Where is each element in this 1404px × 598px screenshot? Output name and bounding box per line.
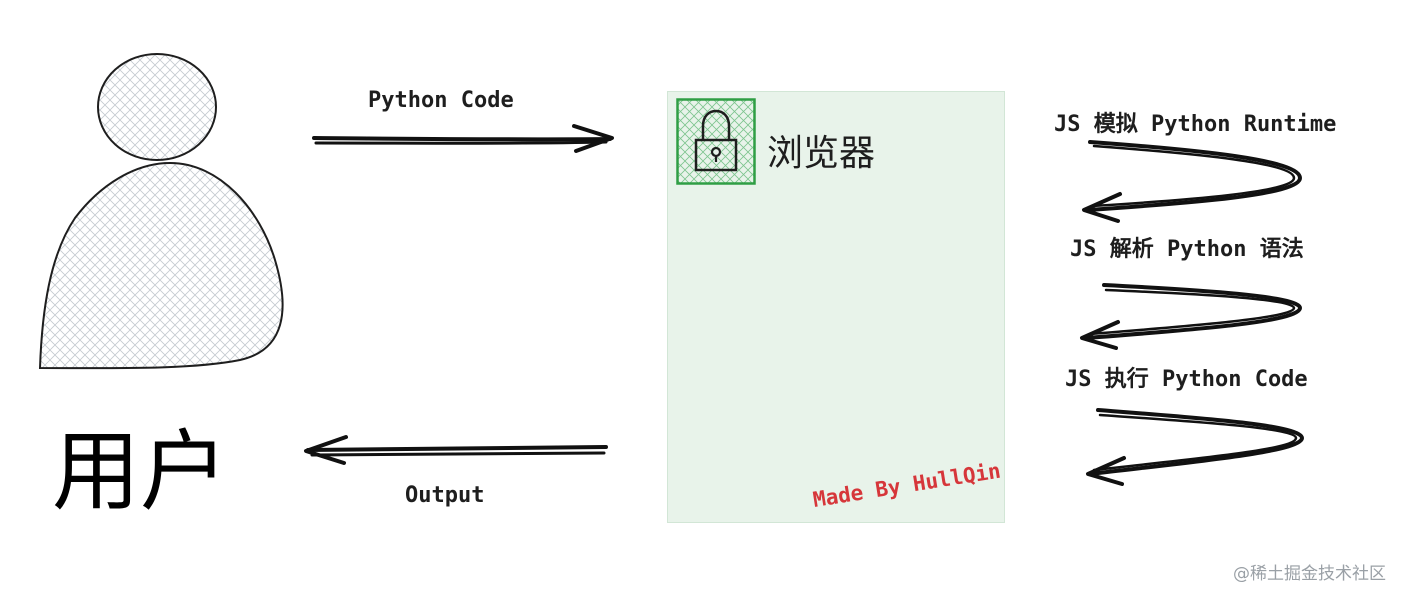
step-arrow-2 xyxy=(1080,283,1302,350)
step-3-label: JS 执行 Python Code xyxy=(1065,367,1308,392)
user-body xyxy=(38,161,284,370)
lock-icon xyxy=(676,98,756,185)
response-arrow-label: Output xyxy=(405,483,485,508)
step-1-label: JS 模拟 Python Runtime xyxy=(1054,112,1337,137)
watermark: @稀土掘金技术社区 xyxy=(1233,564,1386,584)
request-arrow xyxy=(312,124,614,153)
user-head xyxy=(97,53,217,161)
user-label: 用户 xyxy=(52,420,229,523)
step-arrow-3 xyxy=(1086,408,1304,486)
step-arrow-1 xyxy=(1082,140,1302,223)
step-2-label: JS 解析 Python 语法 xyxy=(1070,237,1304,262)
request-arrow-label: Python Code xyxy=(368,88,514,113)
browser-title: 浏览器 xyxy=(767,133,876,174)
response-arrow xyxy=(304,435,608,465)
user-figure xyxy=(38,53,284,370)
